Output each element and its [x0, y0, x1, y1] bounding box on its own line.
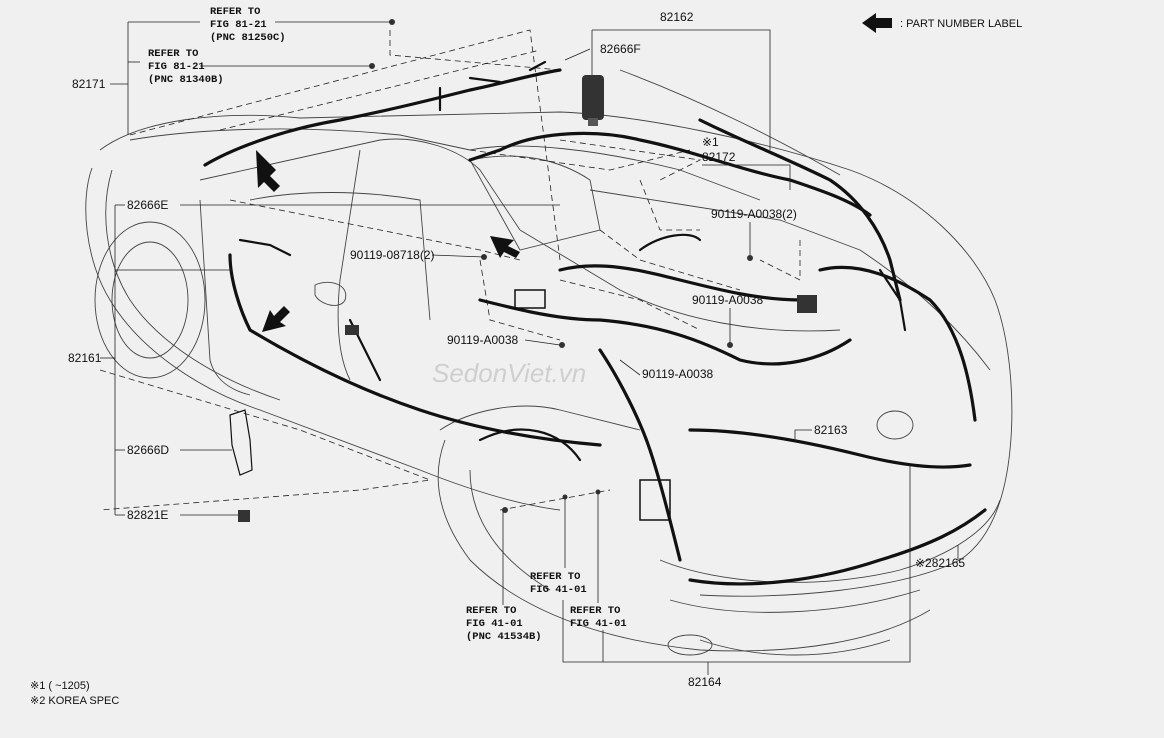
part-label-82666E: 82666E	[127, 198, 168, 212]
arrow-icon	[256, 150, 280, 192]
part-82666F-relay	[582, 75, 604, 126]
part-82666D-bracket	[229, 409, 253, 476]
arrow-icon	[862, 13, 892, 33]
part-label-82164: 82164	[688, 675, 722, 689]
refer-note-fig4101-c: REFER TO FIG 41-01	[570, 605, 627, 630]
svg-text:FIG 41-01: FIG 41-01	[570, 618, 627, 630]
svg-text:REFER TO: REFER TO	[148, 48, 198, 60]
footnotes: ※1 ( ~1205) ※2 KOREA SPEC	[30, 680, 119, 707]
legend-text: : PART NUMBER LABEL	[900, 18, 1022, 30]
legend: : PART NUMBER LABEL	[862, 13, 1022, 33]
footnote-1: ※1 ( ~1205)	[30, 680, 90, 692]
car-body-outline	[85, 69, 1013, 656]
wire-harness-floor	[228, 233, 987, 586]
svg-text:REFER TO: REFER TO	[570, 605, 620, 617]
svg-text:(PNC 81250C): (PNC 81250C)	[210, 32, 286, 44]
part-label-82163: 82163	[814, 423, 848, 437]
connectors	[345, 19, 817, 521]
part-number-labels: 82171 82162 82666F ※1 82172 82666E 90119…	[68, 10, 965, 689]
part-label-90119-08718-2: 90119-08718(2)	[350, 248, 435, 262]
part-label-82165: ※282165	[915, 556, 965, 570]
refer-note-fig8121-a: REFER TO FIG 81-21 (PNC 81250C)	[210, 6, 286, 44]
svg-text:FIG 41-01: FIG 41-01	[530, 584, 587, 596]
part-label-82172: 82172	[702, 150, 736, 164]
part-label-90119-A0038-b: 90119-A0038	[447, 333, 519, 347]
svg-text:FIG 81-21: FIG 81-21	[210, 19, 267, 31]
part-label-82172-mark: ※1	[702, 135, 719, 149]
leader-lines	[100, 21, 959, 675]
part-label-82171: 82171	[72, 77, 106, 91]
svg-text:(PNC 81340B): (PNC 81340B)	[148, 74, 224, 86]
svg-text:REFER TO: REFER TO	[466, 605, 516, 617]
part-label-82162: 82162	[660, 10, 694, 24]
refer-note-fig4101-b: REFER TO FIG 41-01 (PNC 41534B)	[466, 605, 542, 643]
part-label-90119-A0038-2: 90119-A0038(2)	[711, 207, 797, 221]
part-label-82666F: 82666F	[600, 42, 641, 56]
svg-text:FIG 81-21: FIG 81-21	[148, 61, 205, 73]
part-label-90119-A0038-c: 90119-A0038	[642, 367, 714, 381]
footnote-2: ※2 KOREA SPEC	[30, 695, 119, 707]
svg-text:(PNC 41534B): (PNC 41534B)	[466, 631, 542, 643]
arrow-icon	[262, 306, 290, 332]
part-label-82161: 82161	[68, 351, 102, 365]
part-label-90119-A0038-a: 90119-A0038	[692, 293, 764, 307]
label-arrows	[256, 150, 520, 332]
svg-text:FIG 41-01: FIG 41-01	[466, 618, 523, 630]
refer-note-fig8121-b: REFER TO FIG 81-21 (PNC 81340B)	[148, 48, 224, 86]
part-label-82666D: 82666D	[127, 443, 169, 457]
svg-text:REFER TO: REFER TO	[530, 571, 580, 583]
part-82821E-clip	[238, 510, 250, 522]
arrow-icon	[490, 236, 520, 258]
refer-note-fig4101-a: REFER TO FIG 41-01	[530, 571, 587, 596]
phantom-lines	[99, 29, 801, 511]
wire-harness-roof	[203, 60, 902, 302]
part-label-82821E: 82821E	[127, 508, 168, 522]
svg-text:REFER TO: REFER TO	[210, 6, 260, 18]
watermark: SedonViet.vn	[432, 358, 586, 388]
